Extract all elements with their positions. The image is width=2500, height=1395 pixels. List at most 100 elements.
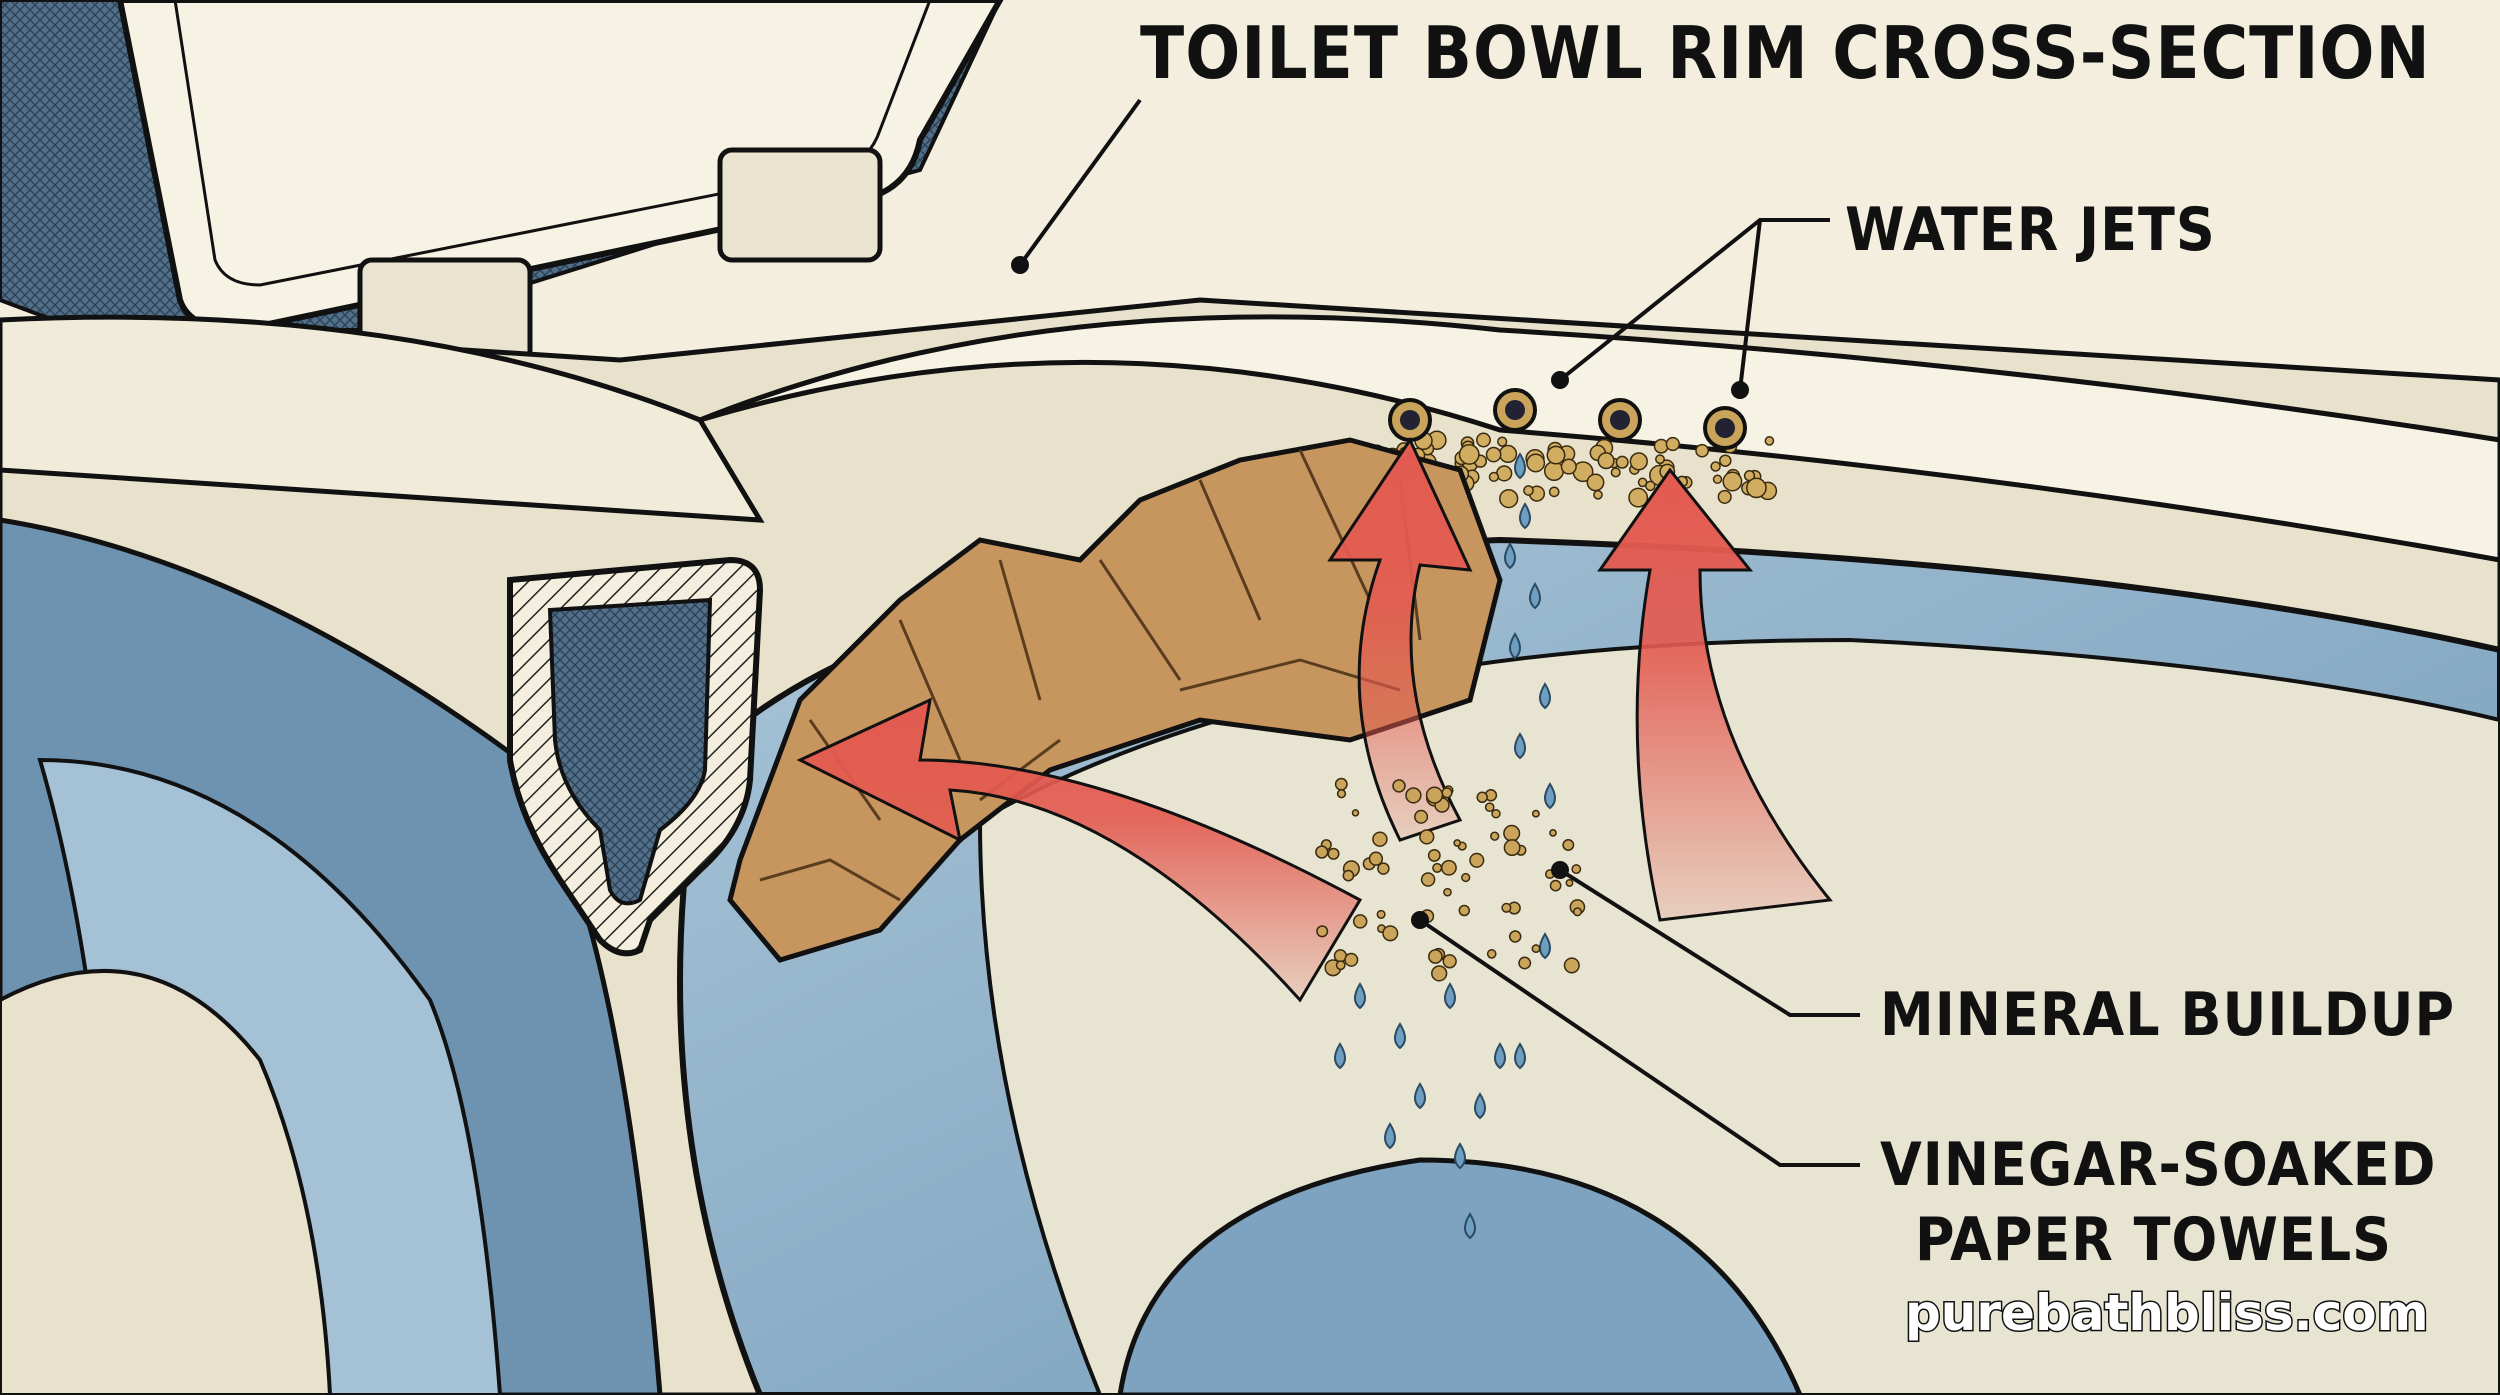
mineral-deposit xyxy=(1656,455,1664,463)
mineral-speck xyxy=(1420,830,1434,844)
mineral-deposit xyxy=(1598,453,1614,469)
mineral-speck xyxy=(1429,950,1442,963)
mineral-speck xyxy=(1462,874,1470,882)
watermark: purebathbliss.com xyxy=(1905,1284,2429,1342)
mineral-speck xyxy=(1336,779,1347,790)
mineral-speck xyxy=(1422,873,1435,886)
mineral-deposit xyxy=(1587,474,1603,490)
mineral-deposit xyxy=(1714,475,1722,483)
mineral-speck xyxy=(1551,881,1561,891)
mineral-speck xyxy=(1444,889,1451,896)
leader-dot-title xyxy=(1013,258,1027,272)
mineral-speck xyxy=(1316,846,1328,858)
mineral-speck xyxy=(1563,840,1573,850)
mineral-speck xyxy=(1519,957,1530,968)
diagram-title: TOILET BOWL RIM CROSS-SECTION xyxy=(1140,11,2431,95)
mineral-speck xyxy=(1572,865,1580,873)
mineral-speck xyxy=(1488,950,1496,958)
mineral-deposit xyxy=(1666,438,1679,451)
mineral-speck xyxy=(1343,871,1353,881)
water-jet-hole xyxy=(1390,400,1430,440)
mineral-speck xyxy=(1459,906,1469,916)
mineral-speck xyxy=(1510,931,1521,942)
water-jet-hole xyxy=(1705,408,1745,448)
mineral-deposit xyxy=(1646,481,1655,490)
mineral-speck xyxy=(1532,945,1539,952)
mineral-deposit xyxy=(1711,462,1720,471)
mineral-speck xyxy=(1337,961,1345,969)
mineral-deposit xyxy=(1630,453,1647,470)
mineral-speck xyxy=(1454,840,1460,846)
mineral-speck xyxy=(1377,911,1385,919)
mineral-deposit xyxy=(1460,445,1479,464)
leader-dot-jets-a xyxy=(1553,373,1567,387)
mineral-speck xyxy=(1317,926,1328,937)
mineral-deposit xyxy=(1765,437,1773,445)
mineral-deposit xyxy=(1611,468,1620,477)
mineral-speck xyxy=(1492,810,1500,818)
mineral-deposit xyxy=(1490,473,1499,482)
mineral-deposit xyxy=(1616,456,1628,468)
mineral-speck xyxy=(1383,926,1398,941)
mineral-speck xyxy=(1504,826,1520,842)
mineral-deposit xyxy=(1696,445,1708,457)
mineral-deposit xyxy=(1477,433,1490,446)
mineral-deposit xyxy=(1562,459,1577,474)
mineral-deposit xyxy=(1524,486,1533,495)
label-mineral-buildup: MINERAL BUILDUP xyxy=(1880,980,2455,1050)
mineral-speck xyxy=(1370,852,1383,865)
mineral-speck xyxy=(1502,904,1511,913)
mineral-deposit xyxy=(1550,487,1559,496)
mineral-speck xyxy=(1406,788,1421,803)
leader-dot-mineral xyxy=(1553,863,1567,877)
label-paper-towels-line2: PAPER TOWELS xyxy=(1915,1205,2392,1275)
mineral-speck xyxy=(1574,908,1582,916)
mineral-deposit xyxy=(1498,437,1507,446)
mineral-deposit xyxy=(1655,440,1668,453)
mineral-deposit xyxy=(1545,462,1564,481)
mineral-speck xyxy=(1486,803,1494,811)
water-jet-hole xyxy=(1600,400,1640,440)
mineral-speck xyxy=(1328,849,1339,860)
mineral-speck xyxy=(1565,958,1580,973)
mineral-deposit xyxy=(1497,466,1512,481)
mineral-speck xyxy=(1373,832,1387,846)
mineral-speck xyxy=(1504,840,1519,855)
mineral-speck xyxy=(1470,854,1484,868)
label-water-jets: WATER JETS xyxy=(1845,195,2216,265)
mineral-speck xyxy=(1533,811,1539,817)
mineral-deposit xyxy=(1487,448,1501,462)
mineral-speck xyxy=(1353,810,1359,816)
mineral-speck xyxy=(1432,966,1447,981)
mineral-deposit xyxy=(1500,446,1517,463)
mineral-deposit xyxy=(1594,491,1602,499)
mineral-deposit xyxy=(1500,490,1518,508)
label-paper-towels-line1: VINEGAR-SOAKED xyxy=(1880,1130,2436,1200)
mineral-deposit xyxy=(1527,454,1544,471)
mineral-speck xyxy=(1354,915,1367,928)
mineral-speck xyxy=(1477,792,1487,802)
mineral-speck xyxy=(1345,954,1358,967)
mineral-deposit xyxy=(1718,491,1731,504)
mineral-speck xyxy=(1427,787,1443,803)
mineral-deposit xyxy=(1547,446,1564,463)
mineral-speck xyxy=(1442,861,1456,875)
leader-dot-jets-b xyxy=(1733,383,1747,397)
mineral-speck xyxy=(1566,880,1572,886)
mineral-speck xyxy=(1429,850,1440,861)
mineral-speck xyxy=(1491,832,1499,840)
mineral-deposit xyxy=(1723,472,1741,490)
mineral-deposit xyxy=(1747,478,1766,497)
water-jet-hole xyxy=(1495,390,1535,430)
mineral-deposit xyxy=(1720,455,1731,466)
mineral-speck xyxy=(1393,780,1405,792)
mineral-speck xyxy=(1550,830,1556,836)
mineral-speck xyxy=(1415,811,1428,824)
mineral-speck xyxy=(1338,790,1346,798)
mineral-speck xyxy=(1443,955,1456,968)
leader-dot-towels xyxy=(1413,913,1427,927)
mineral-speck xyxy=(1433,864,1442,873)
mineral-speck xyxy=(1442,788,1452,798)
